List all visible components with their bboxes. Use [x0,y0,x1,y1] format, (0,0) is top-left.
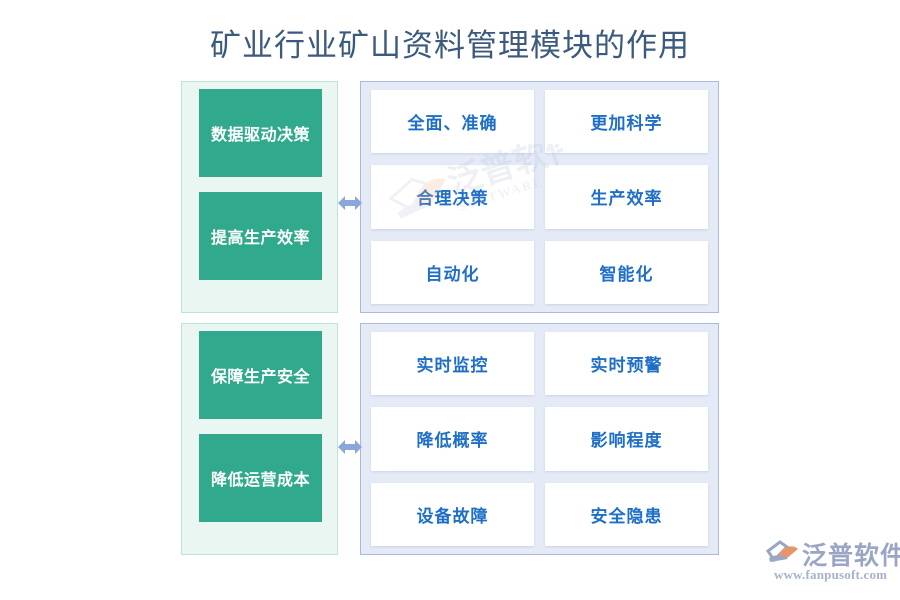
outcome-label: 实时预警 [590,356,663,376]
driver-box[interactable]: 数据驱动决策 [199,89,322,177]
double-arrow-horizontal-icon [338,192,362,214]
page-title: 矿业行业矿山资料管理模块的作用 [210,28,690,63]
driver-box[interactable]: 提高生产效率 [199,192,322,280]
outcome-label: 降低概率 [416,431,489,451]
double-arrow-horizontal-icon [338,436,362,458]
outcome-box[interactable]: 生产效率 [545,165,708,229]
logo-wordmark: 泛普软件 [802,542,900,570]
outcome-box[interactable]: 影响程度 [545,407,708,471]
outcome-box[interactable]: 更加科学 [545,90,708,154]
fanpu-logo-mark-icon [765,538,800,566]
outcome-label: 实时监控 [416,356,489,376]
drivers-panel-bottom: 保障生产安全 降低运营成本 [181,323,338,555]
driver-label: 保障生产安全 [210,369,310,386]
outcome-box[interactable]: 智能化 [545,240,708,304]
drivers-panel-top: 数据驱动决策 提高生产效率 [181,81,338,313]
outcome-label: 更加科学 [590,114,663,134]
outcome-box[interactable]: 自动化 [371,240,534,304]
outcome-label: 全面、准确 [407,114,498,134]
outcome-label: 设备故障 [416,506,489,526]
outcomes-panel-top: 全面、准确 更加科学 合理决策 生产效率 自动化 智能化 [360,81,719,313]
outcome-box[interactable]: 全面、准确 [371,90,534,154]
driver-label: 数据驱动决策 [210,127,310,144]
footer-logo: 泛普软件 www.fanpusoft.com [765,536,900,588]
driver-box[interactable]: 降低运营成本 [199,434,322,522]
outcome-box[interactable]: 降低概率 [371,407,534,471]
outcome-label: 智能化 [599,264,654,284]
driver-label: 降低运营成本 [210,472,310,489]
outcome-label: 生产效率 [590,189,663,209]
outcome-label: 合理决策 [416,189,489,209]
outcome-label: 影响程度 [590,431,663,451]
outcome-label: 自动化 [425,264,480,284]
outcome-box[interactable]: 实时监控 [371,332,534,396]
outcome-box[interactable]: 合理决策 [371,165,534,229]
outcomes-panel-bottom: 实时监控 实时预警 降低概率 影响程度 设备故障 安全隐患 [360,323,719,555]
driver-label: 提高生产效率 [210,230,310,247]
outcome-box[interactable]: 实时预警 [545,332,708,396]
outcome-box[interactable]: 设备故障 [371,482,534,546]
logo-url: www.fanpusoft.com [774,567,888,582]
driver-box[interactable]: 保障生产安全 [199,331,322,419]
outcome-label: 安全隐患 [590,506,663,526]
outcome-box[interactable]: 安全隐患 [545,482,708,546]
